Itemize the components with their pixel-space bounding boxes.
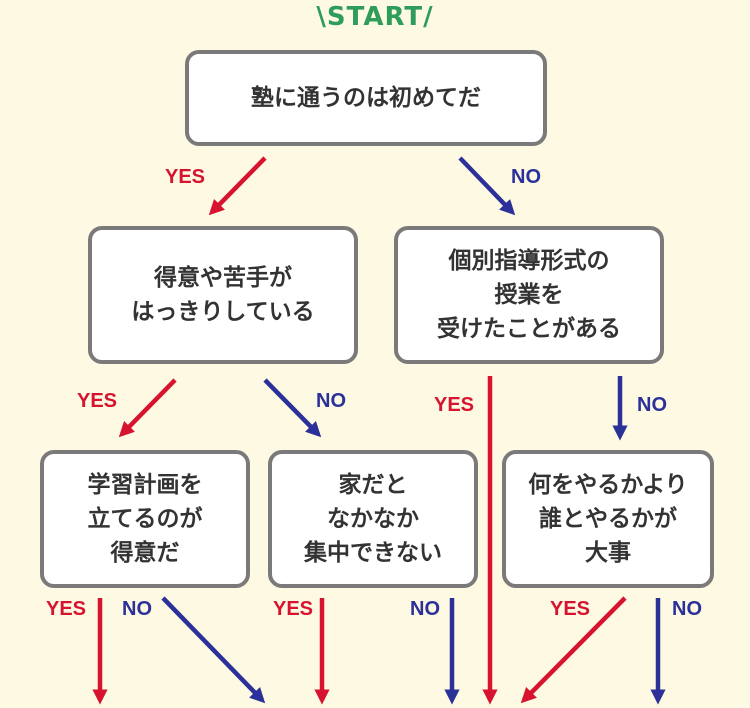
yes-arrow xyxy=(208,156,267,216)
no-label: NO xyxy=(511,166,541,188)
yes-label: YES xyxy=(77,390,118,412)
yes-label: YES xyxy=(46,598,87,620)
question-experienced-individual-tutoring: 個別指導形式の 授業を 受けたことがある xyxy=(394,226,664,364)
yes-arrow xyxy=(118,378,177,438)
yes-label: YES xyxy=(273,598,314,620)
question-cannot-focus-at-home: 家だと なかなか 集中できない xyxy=(268,450,478,588)
no-label: NO xyxy=(316,390,346,412)
question-who-more-than-what: 何をやるかより 誰とやるかが 大事 xyxy=(502,450,714,588)
start-title: \START/ xyxy=(316,2,434,32)
question-good-at-study-planning: 学習計画を 立てるのが 得意だ xyxy=(40,450,250,588)
yes-label: YES xyxy=(165,166,206,188)
no-label: NO xyxy=(122,598,152,620)
yes-label: YES xyxy=(434,394,475,416)
no-label: NO xyxy=(410,598,440,620)
no-arrow xyxy=(161,596,266,704)
no-label: NO xyxy=(672,598,702,620)
no-arrow xyxy=(263,378,322,438)
no-arrow xyxy=(458,156,516,216)
no-label: NO xyxy=(637,394,667,416)
yes-arrow xyxy=(520,596,627,704)
question-strengths-weaknesses-clear: 得意や苦手が はっきりしている xyxy=(88,226,358,364)
question-first-time-cram-school: 塾に通うのは初めてだ xyxy=(185,50,547,146)
yes-label: YES xyxy=(550,598,591,620)
